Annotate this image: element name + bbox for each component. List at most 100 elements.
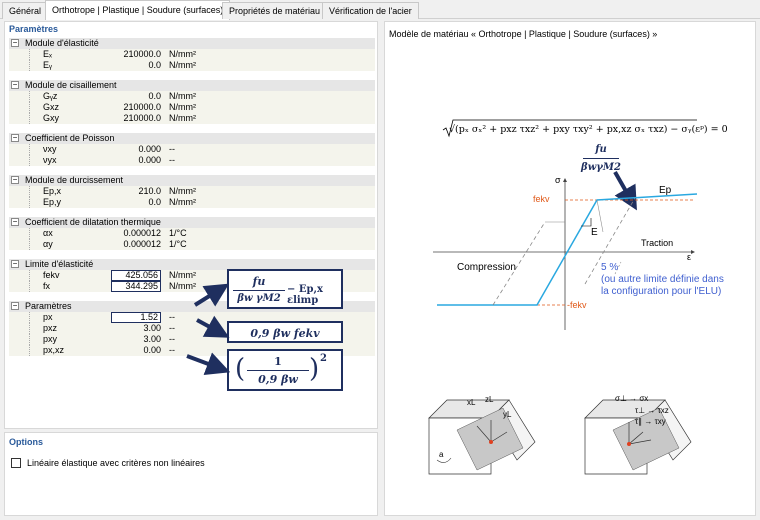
- tab-verification[interactable]: Vérification de l'acier: [322, 2, 419, 19]
- parameter-unit: --: [169, 144, 175, 154]
- epsilon-label: ε: [687, 252, 692, 262]
- parameter-unit: N/mm²: [169, 281, 196, 291]
- parameter-symbol: Gxz: [43, 102, 60, 112]
- parameter-value[interactable]: 1.52: [111, 312, 161, 323]
- parameter-unit: N/mm²: [169, 91, 196, 101]
- parameter-symbol: Eᵧ: [43, 60, 52, 70]
- parameter-unit: N/mm²: [169, 102, 196, 112]
- parameter-unit: --: [169, 312, 175, 322]
- parameter-symbol: Ep,x: [43, 186, 62, 196]
- collapse-icon[interactable]: −: [11, 38, 19, 47]
- collapse-icon[interactable]: −: [11, 80, 19, 89]
- group-header[interactable]: −Module d'élasticité: [9, 38, 375, 49]
- fraction-den: βwγM2: [581, 162, 621, 173]
- note-line-1: (ou autre limite définie dans: [601, 274, 724, 285]
- group-label: Module de durcissement: [25, 175, 124, 185]
- parameter-value[interactable]: 3.00: [143, 323, 161, 333]
- parameter-value[interactable]: 0.00: [143, 345, 161, 355]
- group-header[interactable]: −Limite d'élasticité: [9, 259, 375, 270]
- parameter-row[interactable]: Gᵧz 0.0 N/mm²: [9, 91, 375, 102]
- tab-proprietes[interactable]: Propriétés de matériau: [222, 2, 328, 19]
- parameter-value[interactable]: 210000.0: [123, 102, 161, 112]
- parameter-value[interactable]: 0.000: [138, 144, 161, 154]
- parameter-value[interactable]: 210.0: [138, 186, 161, 196]
- parameter-value[interactable]: 0.0: [148, 60, 161, 70]
- percent-label: 5 %: [601, 262, 619, 273]
- formula-fx: 0,9 βw fekv: [227, 321, 343, 343]
- parameter-value[interactable]: 210000.0: [123, 49, 161, 59]
- parameter-value[interactable]: 0.000012: [123, 228, 161, 238]
- diagram-panel: Modèle de matériau « Orthotrope | Plasti…: [384, 21, 756, 516]
- parameter-row[interactable]: Gxy 210000.0 N/mm²: [9, 113, 375, 124]
- parameter-symbol: νyx: [43, 155, 57, 165]
- parameter-unit: --: [169, 334, 175, 344]
- group-header[interactable]: −Coefficient de Poisson: [9, 133, 375, 144]
- parameter-unit: N/mm²: [169, 113, 196, 123]
- diagram-title: Modèle de matériau « Orthotrope | Plasti…: [389, 29, 658, 39]
- parameter-unit: 1/°C: [169, 239, 187, 249]
- parameter-row[interactable]: Ep,x 210.0 N/mm²: [9, 186, 375, 197]
- tau-par-label: τ∥ → τxy: [635, 417, 666, 426]
- parameter-row[interactable]: αy 0.000012 1/°C: [9, 239, 375, 250]
- parameter-row[interactable]: fx 344.295 N/mm²: [9, 281, 375, 292]
- group-label: Coefficient de Poisson: [25, 133, 115, 143]
- parameter-symbol: px,xz: [43, 345, 65, 355]
- parameter-symbol: Gxy: [43, 113, 60, 123]
- group-label: Paramètres: [25, 301, 72, 311]
- parameter-unit: --: [169, 323, 175, 333]
- collapse-icon[interactable]: −: [11, 175, 19, 184]
- weld-left-figure: [428, 399, 536, 475]
- formula-arrows: [186, 283, 231, 376]
- parameter-row[interactable]: νyx 0.000 --: [9, 155, 375, 166]
- parameter-unit: 1/°C: [169, 228, 187, 238]
- parameter-unit: --: [169, 155, 175, 165]
- options-title: Options: [9, 437, 43, 447]
- parameter-value[interactable]: 344.295: [111, 281, 161, 292]
- parameter-unit: N/mm²: [169, 186, 196, 196]
- parameter-value[interactable]: 210000.0: [123, 113, 161, 123]
- parameter-symbol: fx: [43, 281, 51, 291]
- yl-label: yL: [503, 410, 512, 419]
- fekv-label: fekv: [533, 194, 550, 204]
- parameter-symbol: Eₓ: [43, 49, 52, 59]
- linear-elastic-checkbox[interactable]: [11, 458, 21, 468]
- parameter-symbol: Gᵧz: [43, 91, 58, 101]
- parameter-value[interactable]: 3.00: [143, 334, 161, 344]
- e-label: E: [591, 227, 598, 238]
- tab-general[interactable]: Général: [2, 2, 49, 19]
- ep-label: Ep: [659, 185, 672, 196]
- formula-px-exp: 2: [320, 353, 327, 364]
- parameter-value[interactable]: 0.0: [148, 91, 161, 101]
- parameter-row[interactable]: Gxz 210000.0 N/mm²: [9, 102, 375, 113]
- collapse-icon[interactable]: −: [11, 217, 19, 226]
- collapse-icon[interactable]: −: [11, 259, 19, 268]
- parameter-value[interactable]: 0.000: [138, 155, 161, 165]
- group-header[interactable]: −Module de durcissement: [9, 175, 375, 186]
- traction-label: Traction: [641, 238, 674, 248]
- parameter-symbol: αy: [43, 239, 53, 249]
- parameter-value[interactable]: 425.056: [111, 270, 161, 281]
- parameter-value[interactable]: 0.000012: [123, 239, 161, 249]
- yield-equation: √(pₓ σₓ² + pxz τxz² + pxy τxy² + px,xz σ…: [449, 124, 728, 135]
- group-label: Coefficient de dilatation thermique: [25, 217, 161, 227]
- group-header[interactable]: −Coefficient de dilatation thermique: [9, 217, 375, 228]
- parameter-value[interactable]: 0.0: [148, 197, 161, 207]
- group-header[interactable]: −Module de cisaillement: [9, 80, 375, 91]
- group-header[interactable]: −Paramètres: [9, 301, 375, 312]
- stress-strain-diagram: [433, 119, 698, 330]
- collapse-icon[interactable]: −: [11, 133, 19, 142]
- collapse-icon[interactable]: −: [11, 301, 19, 310]
- note-line-2: la configuration pour l'ELU): [601, 286, 722, 297]
- tab-orthotrope[interactable]: Orthotrope | Plastique | Soudure (surfac…: [45, 0, 231, 20]
